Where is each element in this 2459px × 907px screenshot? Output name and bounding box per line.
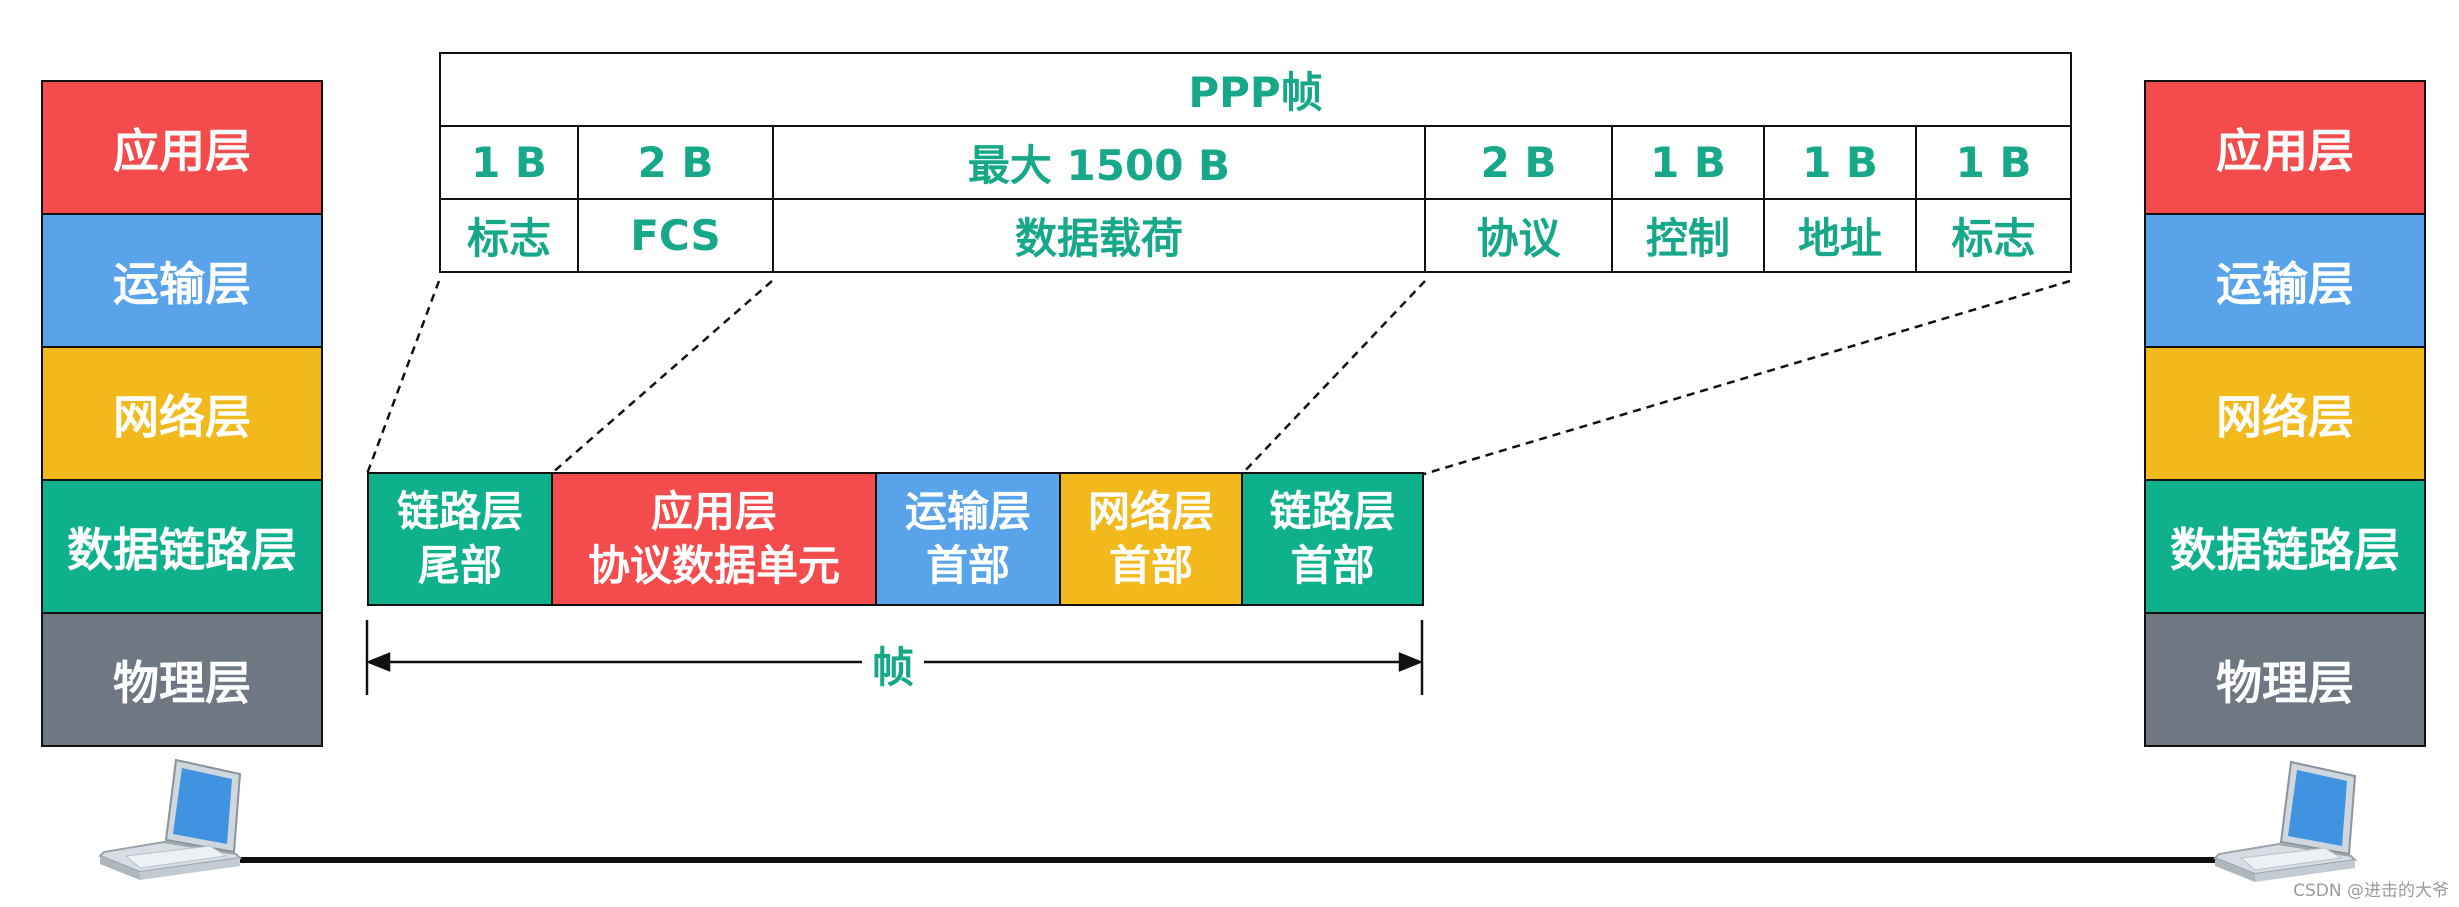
right-layer-physical: 物理层 xyxy=(2144,612,2426,747)
left-layer-application: 应用层 xyxy=(41,80,323,215)
ppp-frame-table: PPP帧 1 B 2 B 最大 1500 B 2 B 1 B 1 B 1 B 标… xyxy=(438,52,2073,273)
left-protocol-stack: 应用层 运输层 网络层 数据链路层 物理层 xyxy=(41,80,323,747)
left-layer-datalink: 数据链路层 xyxy=(41,479,323,614)
right-layer-application: 应用层 xyxy=(2144,80,2426,215)
frame-segment-link-trailer: 链路层尾部 xyxy=(367,472,553,606)
frame-segment-link-header: 链路层首部 xyxy=(1241,472,1424,606)
ppp-size-flag-start: 1 B xyxy=(439,125,579,200)
left-layer-physical: 物理层 xyxy=(41,612,323,747)
right-layer-transport: 运输层 xyxy=(2144,213,2426,348)
dash-line-2 xyxy=(550,280,773,475)
ppp-size-protocol: 2 B xyxy=(1424,125,1613,200)
dash-line-4 xyxy=(1423,279,2071,476)
dash-line-1 xyxy=(365,280,441,475)
ppp-field-flag-end: 标志 xyxy=(1914,198,2073,273)
right-layer-datalink: 数据链路层 xyxy=(2144,479,2426,614)
ppp-size-flag-end: 1 B xyxy=(1914,125,2073,200)
frame-span-arrow-right xyxy=(1398,652,1424,672)
right-layer-network: 网络层 xyxy=(2144,346,2426,481)
laptop-icon xyxy=(98,758,243,880)
frame-segment-transport-header: 运输层首部 xyxy=(875,472,1061,606)
laptop-icon xyxy=(2213,760,2358,882)
ppp-size-fcs: 2 B xyxy=(577,125,774,200)
ppp-field-protocol: 协议 xyxy=(1424,198,1613,273)
right-protocol-stack: 应用层 运输层 网络层 数据链路层 物理层 xyxy=(2144,80,2426,747)
frame-span-arrow-left xyxy=(365,652,391,672)
watermark: CSDN @进击的大爷 xyxy=(2293,881,2449,901)
frame-span-label: 帧 xyxy=(862,634,925,695)
ppp-field-control: 控制 xyxy=(1611,198,1765,273)
ppp-field-flag-start: 标志 xyxy=(439,198,579,273)
ppp-frame-title: PPP帧 xyxy=(438,52,2073,127)
ppp-size-address: 1 B xyxy=(1763,125,1917,200)
dash-line-3 xyxy=(1241,280,1426,475)
ppp-size-control: 1 B xyxy=(1611,125,1765,200)
left-layer-network: 网络层 xyxy=(41,346,323,481)
ppp-field-fcs: FCS xyxy=(577,198,774,273)
frame-segment-application-pdu: 应用层协议数据单元 xyxy=(551,472,877,606)
frame-segment-network-header: 网络层首部 xyxy=(1059,472,1243,606)
ppp-field-address: 地址 xyxy=(1763,198,1917,273)
ppp-size-payload: 最大 1500 B xyxy=(772,125,1426,200)
ppp-field-payload: 数据载荷 xyxy=(772,198,1426,273)
